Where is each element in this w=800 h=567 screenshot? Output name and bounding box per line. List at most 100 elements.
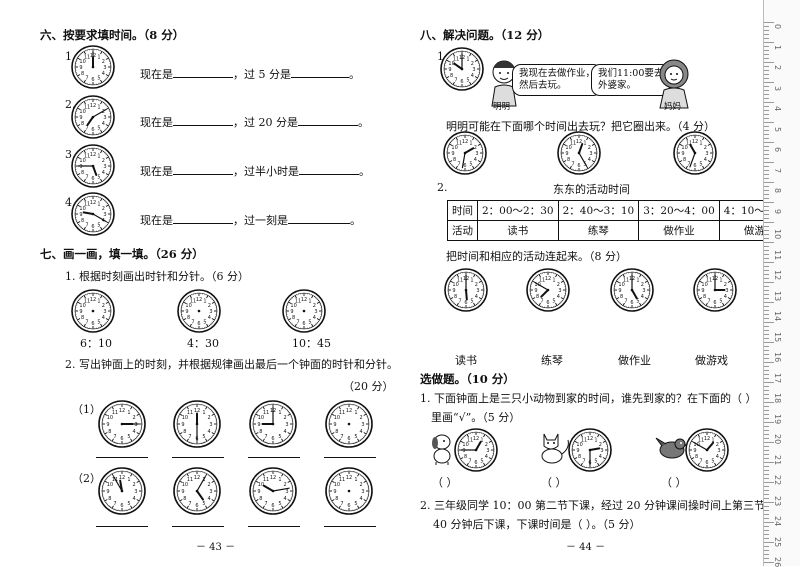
svg-text:3: 3 <box>209 422 212 428</box>
svg-text:6: 6 <box>464 300 467 306</box>
ruler-tick <box>764 74 769 75</box>
ruler-tick <box>764 54 769 55</box>
ruler-tick <box>764 78 769 79</box>
svg-text:9: 9 <box>701 288 704 294</box>
ruler-tick <box>764 274 769 275</box>
svg-text:3: 3 <box>285 489 288 495</box>
ruler-tick <box>764 314 769 315</box>
svg-text:8: 8 <box>81 315 84 321</box>
svg-text:9: 9 <box>576 448 579 454</box>
svg-text:10: 10 <box>258 415 264 421</box>
svg-text:5: 5 <box>466 77 469 83</box>
svg-text:1: 1 <box>719 278 722 284</box>
svg-text:2: 2 <box>133 415 136 421</box>
ruler-tick <box>764 302 774 303</box>
svg-text:8: 8 <box>259 429 262 435</box>
svg-text:4: 4 <box>102 315 105 321</box>
ruler-tick <box>764 346 769 347</box>
ruler-tick <box>764 206 769 207</box>
ruler-tick <box>764 282 774 283</box>
svg-text:1: 1 <box>552 278 555 284</box>
svg-text:7: 7 <box>296 319 299 325</box>
svg-text:11: 11 <box>263 477 269 483</box>
svg-text:7: 7 <box>85 174 88 180</box>
svg-text:6: 6 <box>347 436 350 442</box>
svg-text:4: 4 <box>475 294 478 300</box>
ruler-tick <box>764 98 769 99</box>
svg-text:6: 6 <box>91 77 94 83</box>
ruler-tick <box>764 46 769 47</box>
svg-text:9: 9 <box>79 309 82 315</box>
svg-text:4: 4 <box>474 157 477 163</box>
svg-text:2: 2 <box>360 482 363 488</box>
ruler-number: 19 <box>773 414 782 424</box>
svg-text:5: 5 <box>470 298 473 304</box>
ruler-tick <box>764 174 769 175</box>
svg-text:4: 4 <box>557 294 560 300</box>
svg-text:1: 1 <box>127 410 130 416</box>
svg-text:4: 4 <box>102 71 105 77</box>
svg-text:5: 5 <box>202 501 205 507</box>
svg-text:1: 1 <box>202 410 205 416</box>
ruler-number: 22 <box>773 475 782 485</box>
ruler-tick <box>764 258 769 259</box>
svg-text:7: 7 <box>264 501 267 507</box>
svg-text:3: 3 <box>361 422 364 428</box>
svg-text:7: 7 <box>699 458 702 464</box>
svg-text:1: 1 <box>470 278 473 284</box>
ruler-tick <box>764 94 769 95</box>
svg-text:11: 11 <box>187 410 193 416</box>
ruler-tick <box>764 538 769 539</box>
svg-text:2: 2 <box>284 482 287 488</box>
ruler-tick <box>764 534 769 535</box>
svg-text:9: 9 <box>106 489 109 495</box>
svg-text:6: 6 <box>474 460 477 466</box>
ruler-tick <box>764 106 769 107</box>
svg-text:4: 4 <box>313 315 316 321</box>
svg-text:8: 8 <box>259 496 262 502</box>
ruler-tick <box>764 354 769 355</box>
svg-text:9: 9 <box>452 288 455 294</box>
ruler-tick <box>764 474 769 475</box>
svg-text:2: 2 <box>208 482 211 488</box>
ruler-tick <box>764 246 769 247</box>
svg-text:7: 7 <box>85 75 88 81</box>
svg-text:6: 6 <box>195 503 198 509</box>
ruler-number: 14 <box>773 311 782 321</box>
ruler-tick <box>764 266 769 267</box>
ruler-tick <box>764 558 769 559</box>
svg-text:4: 4 <box>471 73 474 79</box>
svg-text:10: 10 <box>107 482 113 488</box>
svg-text:5: 5 <box>711 458 714 464</box>
ruler-tick <box>764 134 769 135</box>
svg-text:1: 1 <box>278 410 281 416</box>
svg-text:7: 7 <box>624 298 627 304</box>
ruler-tick <box>764 374 769 375</box>
ruler-tick <box>764 218 769 219</box>
svg-text:6: 6 <box>91 224 94 230</box>
svg-text:9: 9 <box>181 489 184 495</box>
svg-text:7: 7 <box>85 319 88 325</box>
svg-text:3: 3 <box>285 422 288 428</box>
ruler-tick <box>764 498 769 499</box>
ruler-tick <box>764 554 769 555</box>
ruler-tick <box>764 90 769 91</box>
ruler-tick <box>764 414 769 415</box>
svg-text:10: 10 <box>182 415 188 421</box>
svg-text:12: 12 <box>692 139 698 145</box>
ruler-tick <box>764 454 769 455</box>
svg-text:7: 7 <box>191 319 194 325</box>
svg-text:8: 8 <box>450 73 453 79</box>
svg-text:7: 7 <box>188 501 191 507</box>
ruler-tick <box>764 386 769 387</box>
svg-text:2: 2 <box>360 415 363 421</box>
svg-text:1: 1 <box>469 141 472 147</box>
ruler-tick <box>764 110 769 111</box>
svg-text:7: 7 <box>707 298 710 304</box>
ruler-tick <box>764 226 769 227</box>
svg-text:7: 7 <box>458 298 461 304</box>
